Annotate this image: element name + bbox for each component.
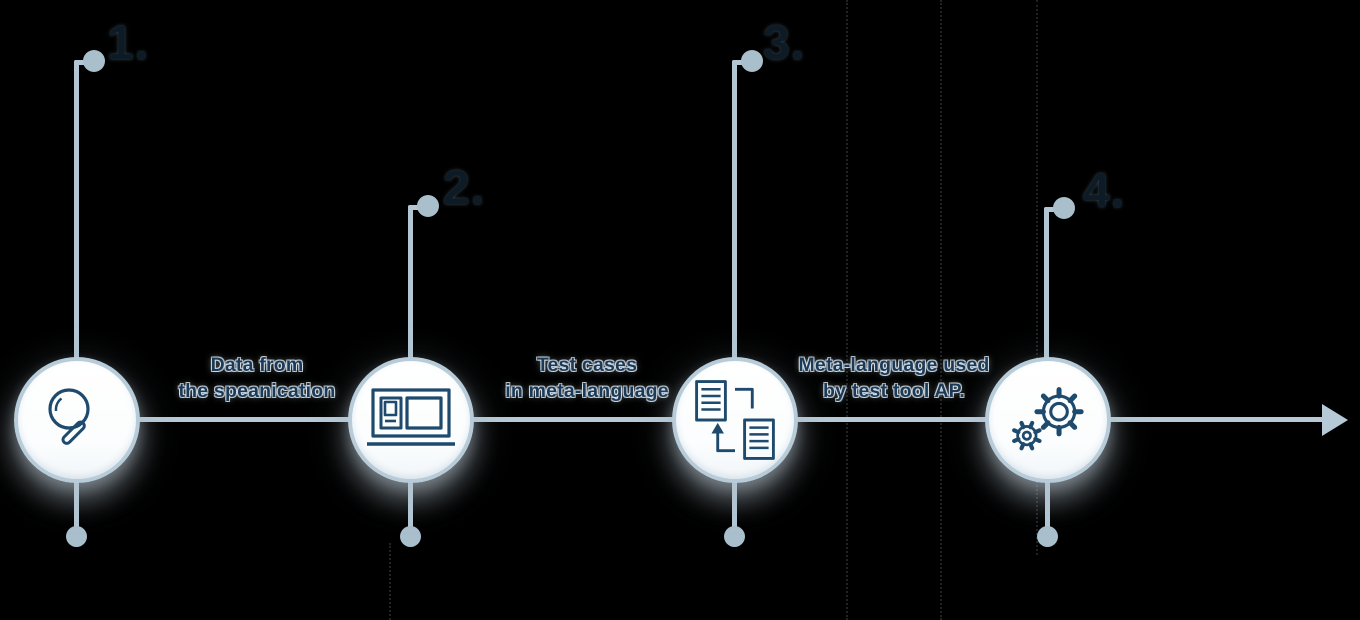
laptop-window-icon (367, 388, 455, 446)
step-2-circle (348, 357, 474, 483)
step-1-circle (14, 357, 140, 483)
step-label-1-line2: the speanication (178, 380, 336, 402)
magnifier-icon (48, 388, 90, 445)
step-label-3-line1: Meta-language used (798, 354, 990, 376)
step-1-number: 1. (107, 17, 150, 70)
step-3-circle (672, 357, 798, 483)
step-4-connector-top (1044, 207, 1049, 360)
step-1-bottom-dot (66, 526, 87, 547)
step-label-1: Data from the speanication (162, 352, 352, 404)
arrow-head-icon (1322, 404, 1348, 436)
step-3-connector-top (732, 60, 737, 360)
step-2-connector-bottom (408, 480, 413, 530)
step-4-connector-bottom (1045, 480, 1050, 530)
step-label-3-line2: by test tool AP. (823, 380, 965, 402)
step-4-circle (985, 357, 1111, 483)
step-3-number: 3. (763, 17, 806, 70)
step-2-connector-top (408, 205, 413, 360)
step-2-top-dot (417, 195, 439, 217)
step-3-top-dot (741, 50, 763, 72)
step-1-top-dot (83, 50, 105, 72)
dotted-guideline (389, 543, 391, 620)
step-2-bottom-dot (400, 526, 421, 547)
dotted-guideline (846, 0, 848, 620)
step-label-2-line2: in meta-language (505, 380, 669, 402)
documents-exchange-icon (695, 380, 775, 460)
dotted-guideline (1036, 0, 1038, 555)
step-1-connector-bottom (74, 480, 79, 530)
step-label-2: Test cases in meta-language (487, 352, 687, 404)
step-4-bottom-dot (1037, 526, 1058, 547)
step-2-number: 2. (443, 162, 486, 215)
step-4-top-dot (1053, 197, 1075, 219)
step-label-3: Meta-language used by test tool AP. (778, 352, 1010, 404)
dotted-guideline (940, 0, 942, 620)
step-4-number: 4. (1083, 165, 1126, 218)
step-label-2-line1: Test cases (536, 354, 638, 376)
step-label-1-line1: Data from (210, 354, 304, 376)
step-3-connector-bottom (732, 480, 737, 530)
step-1-connector-top (74, 60, 79, 360)
gears-icon (1012, 387, 1084, 451)
step-3-bottom-dot (724, 526, 745, 547)
